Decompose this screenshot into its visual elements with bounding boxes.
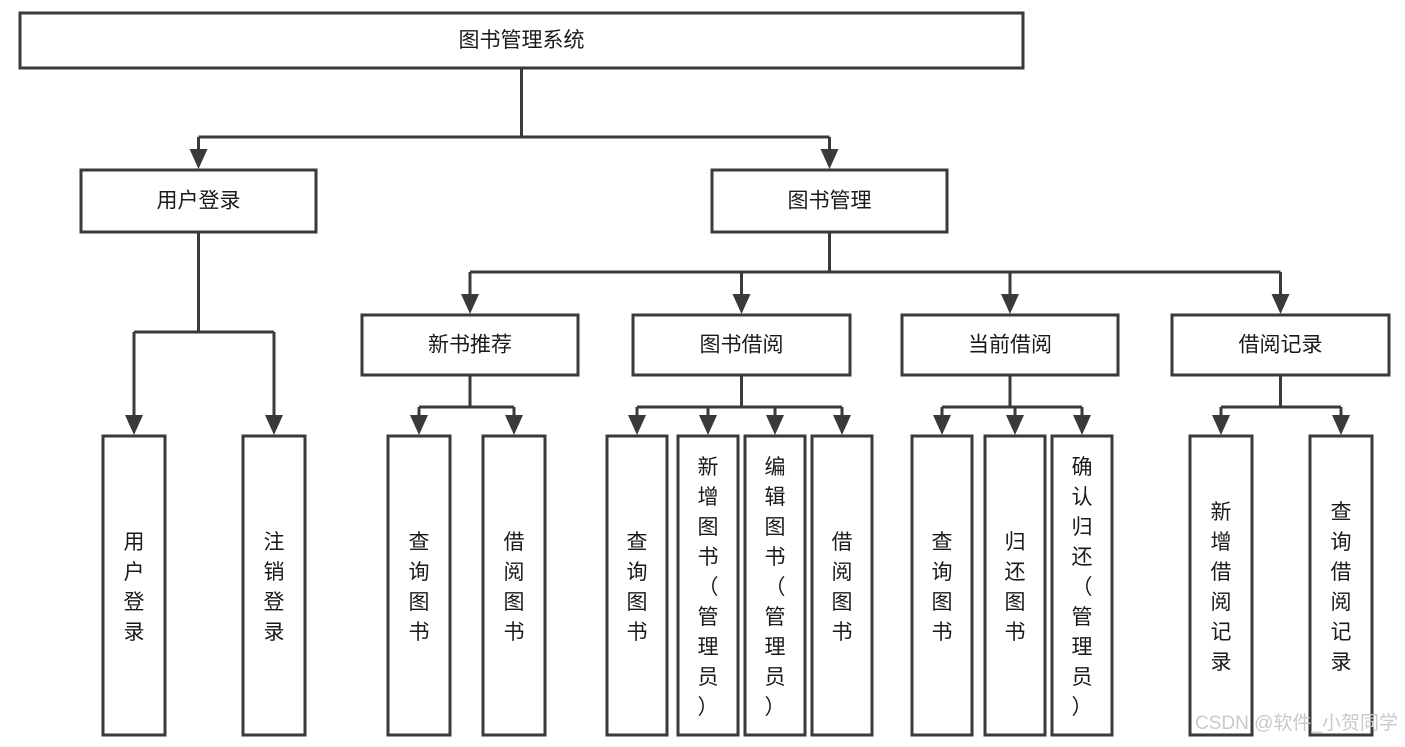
node-leaf-borrow-book-rec[interactable]: 借阅图书 (481, 434, 547, 737)
edge-group-user-login (125, 232, 283, 435)
node-leaf-logout[interactable]: 注销登录 (241, 434, 307, 737)
node-label-leaf-query-record: 查询借阅记录 (1331, 501, 1352, 674)
node-label-leaf-query-book-cur: 查询图书 (932, 531, 953, 644)
arrow-head-icon (125, 415, 143, 435)
node-current-borrow[interactable]: 当前借阅 (900, 313, 1120, 377)
node-leaf-query-book-rec[interactable]: 查询图书 (386, 434, 452, 737)
connector-layer (125, 68, 1350, 435)
node-box-leaf-add-book[interactable] (676, 434, 740, 737)
node-label-book-manage: 图书管理 (788, 190, 872, 213)
node-new-book-rec[interactable]: 新书推荐 (360, 313, 580, 377)
node-box-book-borrow[interactable] (631, 313, 852, 377)
arrow-head-icon (410, 415, 428, 435)
node-box-leaf-borrow-book[interactable] (810, 434, 874, 737)
node-leaf-query-book-cur[interactable]: 查询图书 (910, 434, 974, 737)
arrow-head-icon (933, 415, 951, 435)
arrow-head-icon (1073, 415, 1091, 435)
edge-group-root (189, 68, 839, 169)
edge-group-current-borrow (933, 375, 1091, 435)
node-label-leaf-borrow-book: 借阅图书 (832, 531, 853, 644)
node-box-new-book-rec[interactable] (360, 313, 580, 377)
node-box-leaf-logout[interactable] (241, 434, 307, 737)
node-box-leaf-query-record[interactable] (1308, 434, 1374, 737)
node-box-user-login[interactable] (79, 168, 318, 234)
edge-group-book-manage (461, 232, 1290, 314)
node-label-new-book-rec: 新书推荐 (428, 334, 512, 357)
node-leaf-user-login[interactable]: 用户登录 (101, 434, 167, 737)
node-label-borrow-record: 借阅记录 (1239, 334, 1323, 357)
node-label-current-borrow: 当前借阅 (968, 334, 1052, 357)
node-box-leaf-query-book-cur[interactable] (910, 434, 974, 737)
arrow-head-icon (1332, 415, 1350, 435)
edge-group-new-book-rec (410, 375, 523, 435)
node-box-leaf-edit-book[interactable] (743, 434, 807, 737)
node-label-leaf-borrow-book-rec: 借阅图书 (504, 531, 525, 644)
node-box-leaf-confirm-return[interactable] (1050, 434, 1114, 737)
node-label-user-login: 用户登录 (157, 190, 241, 213)
node-label-book-borrow: 图书借阅 (700, 334, 784, 357)
node-label-leaf-add-record: 新增借阅记录 (1211, 501, 1232, 674)
arrow-head-icon (732, 294, 751, 314)
node-user-login[interactable]: 用户登录 (79, 168, 318, 234)
node-layer: 图书管理系统用户登录图书管理新书推荐图书借阅当前借阅借阅记录用户登录注销登录查询… (18, 11, 1391, 737)
node-root[interactable]: 图书管理系统 (18, 11, 1025, 70)
arrow-head-icon (189, 149, 208, 169)
node-book-manage[interactable]: 图书管理 (710, 168, 949, 234)
node-leaf-borrow-book[interactable]: 借阅图书 (810, 434, 874, 737)
node-box-borrow-record[interactable] (1170, 313, 1391, 377)
node-box-book-manage[interactable] (710, 168, 949, 234)
arrow-head-icon (833, 415, 851, 435)
node-leaf-add-book[interactable]: 新增图书（管理员） (676, 434, 740, 737)
arrow-head-icon (265, 415, 283, 435)
node-box-leaf-query-book-borrow[interactable] (605, 434, 669, 737)
node-leaf-return-book[interactable]: 归还图书 (983, 434, 1047, 737)
node-label-leaf-confirm-return: 确认归还（管理员） (1072, 456, 1093, 719)
node-box-current-borrow[interactable] (900, 313, 1120, 377)
node-leaf-add-record[interactable]: 新增借阅记录 (1188, 434, 1254, 737)
node-box-root[interactable] (18, 11, 1025, 70)
arrow-head-icon (766, 415, 784, 435)
node-box-leaf-user-login[interactable] (101, 434, 167, 737)
arrow-head-icon (1006, 415, 1024, 435)
edge-group-borrow-record (1212, 375, 1350, 435)
node-box-leaf-return-book[interactable] (983, 434, 1047, 737)
node-leaf-query-record[interactable]: 查询借阅记录 (1308, 434, 1374, 737)
node-leaf-edit-book[interactable]: 编辑图书（管理员） (743, 434, 807, 737)
node-label-leaf-user-login: 用户登录 (124, 531, 145, 644)
node-label-leaf-return-book: 归还图书 (1005, 531, 1026, 644)
node-label-root: 图书管理系统 (459, 29, 585, 52)
node-label-leaf-query-book-rec: 查询图书 (409, 531, 430, 644)
arrow-head-icon (699, 415, 717, 435)
node-box-leaf-query-book-rec[interactable] (386, 434, 452, 737)
arrow-head-icon (1212, 415, 1230, 435)
edge-group-book-borrow (628, 375, 851, 435)
arrow-head-icon (820, 149, 839, 169)
node-book-borrow[interactable]: 图书借阅 (631, 313, 852, 377)
csdn-watermark: CSDN @软件_小贺同学 (1195, 712, 1398, 734)
arrow-head-icon (1001, 294, 1019, 314)
arrow-head-icon (1271, 294, 1290, 314)
node-box-leaf-borrow-book-rec[interactable] (481, 434, 547, 737)
node-borrow-record[interactable]: 借阅记录 (1170, 313, 1391, 377)
node-label-leaf-edit-book: 编辑图书（管理员） (765, 456, 786, 719)
arrow-head-icon (505, 415, 523, 435)
node-leaf-confirm-return[interactable]: 确认归还（管理员） (1050, 434, 1114, 737)
node-label-leaf-query-book-borrow: 查询图书 (627, 531, 648, 644)
node-box-leaf-add-record[interactable] (1188, 434, 1254, 737)
arrow-head-icon (628, 415, 646, 435)
node-leaf-query-book-borrow[interactable]: 查询图书 (605, 434, 669, 737)
arrow-head-icon (461, 294, 479, 314)
node-label-leaf-add-book: 新增图书（管理员） (698, 456, 719, 719)
node-label-leaf-logout: 注销登录 (264, 531, 285, 644)
